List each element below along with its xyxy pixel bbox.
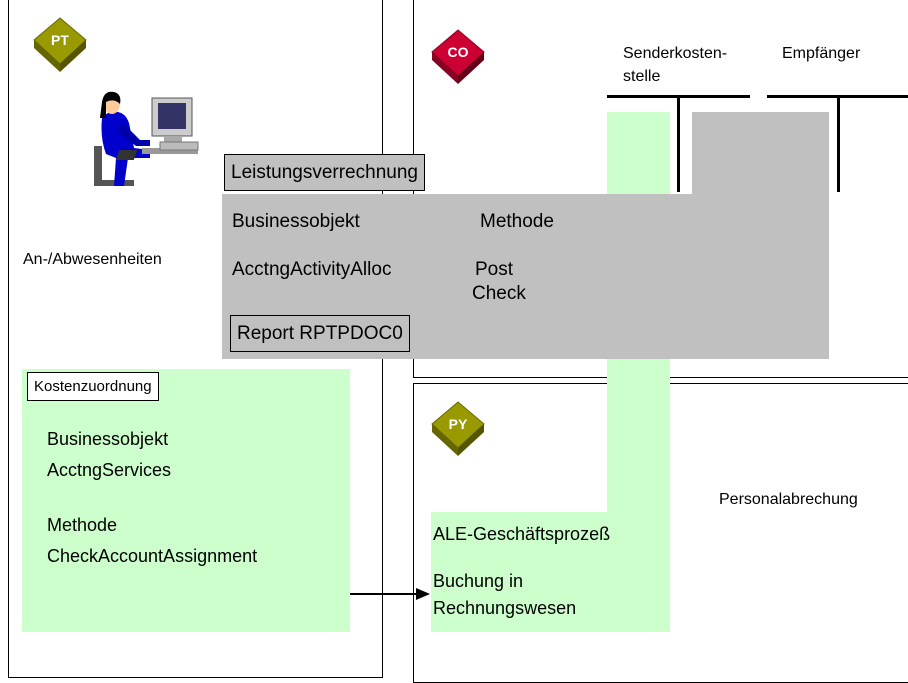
activity-method-post: Post <box>475 259 514 280</box>
person-at-computer-icon <box>88 88 208 196</box>
cost-assignment-method-label: Methode <box>47 515 118 535</box>
co-badge-text: CO <box>448 44 469 60</box>
ale-process-title: ALE-Geschäftsprozeß <box>433 524 611 544</box>
receiver-divider-line <box>837 95 840 192</box>
py-badge-text: PY <box>449 416 468 432</box>
absences-label: An-/Abwesenheiten <box>23 251 162 268</box>
pt-badge-text: PT <box>51 32 69 48</box>
py-badge-icon: PY <box>428 398 488 458</box>
cost-assignment-business-object-value: AcctngServices <box>47 460 172 480</box>
cost-assignment-business-object-label: Businessobjekt <box>47 429 169 449</box>
receiver-block <box>692 112 829 194</box>
sender-divider-line <box>677 95 680 192</box>
activity-object-name: AcctngActivityAlloc <box>232 259 392 280</box>
report-name-box: Report RPTPDOC0 <box>230 315 410 352</box>
ale-posting-line1: Buchung in <box>433 571 524 591</box>
ale-process-area <box>431 512 670 632</box>
ale-posting-line2: Rechnungswesen <box>433 598 577 618</box>
payroll-label: Personalabrechung <box>719 491 858 508</box>
cost-assignment-method-value: CheckAccountAssignment <box>47 546 258 566</box>
flow-arrow-icon <box>350 584 432 604</box>
activity-business-object-header: Businessobjekt <box>232 211 360 232</box>
receiver-label: Empfänger <box>782 45 861 62</box>
activity-allocation-area <box>222 194 829 359</box>
cost-assignment-title: Kostenzuordnung <box>27 372 159 401</box>
sender-cost-center-label: Senderkosten- stelle <box>623 45 728 86</box>
cost-assignment-area <box>22 369 350 632</box>
pt-badge-icon: PT <box>30 14 90 74</box>
activity-method-check: Check <box>472 283 526 304</box>
activity-method-header: Methode <box>480 211 554 232</box>
co-badge-icon: CO <box>428 26 488 86</box>
activity-allocation-title: Leistungsverrechnung <box>224 154 425 191</box>
